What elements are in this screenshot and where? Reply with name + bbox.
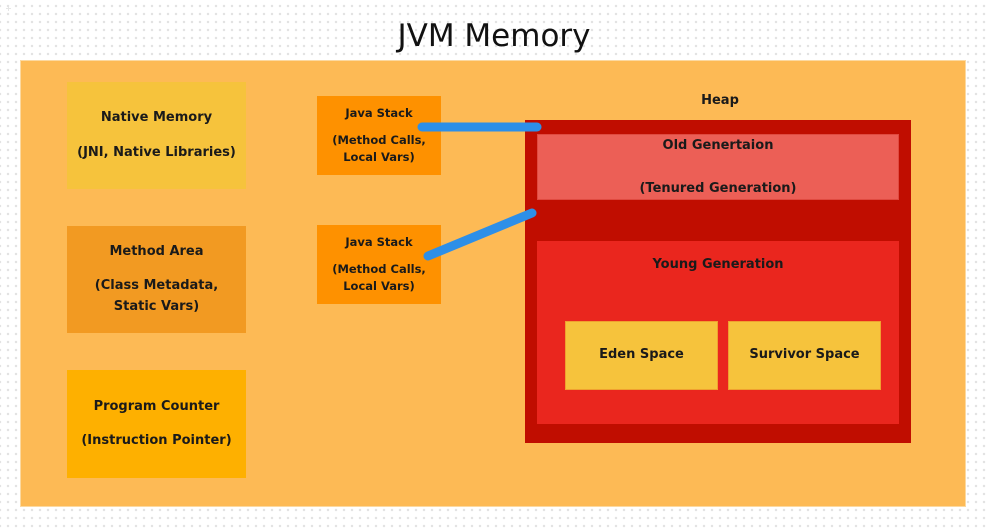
old-generation-detail: (Tenured Generation) <box>639 180 797 196</box>
java-stack-box-1[interactable]: Java Stack (Method Calls, Local Vars) <box>317 96 441 175</box>
java-stack-2-detail-line1: (Method Calls, <box>332 261 426 276</box>
method-area-box[interactable]: Method Area (Class Metadata, Static Vars… <box>67 226 246 333</box>
old-generation-title: Old Genertaion <box>662 138 774 153</box>
native-memory-title: Native Memory <box>100 110 213 126</box>
connector-stack2-to-heap <box>423 208 537 261</box>
eden-space-label: Eden Space <box>599 347 684 363</box>
survivor-space-box[interactable]: Survivor Space <box>728 321 881 390</box>
native-memory-box[interactable]: Native Memory (JNI, Native Libraries) <box>67 82 246 189</box>
java-stack-2-detail-line2: Local Vars) <box>343 279 415 294</box>
method-area-detail-line1: (Class Metadata, <box>94 278 219 294</box>
method-area-detail-line2: Static Vars) <box>113 298 200 314</box>
program-counter-box[interactable]: Program Counter (Instruction Pointer) <box>67 370 246 478</box>
java-stack-box-2[interactable]: Java Stack (Method Calls, Local Vars) <box>317 225 441 304</box>
eden-space-box[interactable]: Eden Space <box>565 321 718 390</box>
native-memory-detail: (JNI, Native Libraries) <box>77 144 236 160</box>
java-stack-2-title: Java Stack <box>345 234 413 249</box>
program-counter-title: Program Counter <box>93 398 220 414</box>
heap-label: Heap <box>701 93 739 108</box>
diagram-title: JVM Memory <box>397 18 591 54</box>
old-generation-box[interactable]: Old Genertaion (Tenured Generation) <box>537 134 899 200</box>
program-counter-detail: (Instruction Pointer) <box>81 433 232 448</box>
java-stack-1-detail-line1: (Method Calls, <box>332 132 426 147</box>
method-area-title: Method Area <box>109 244 204 260</box>
java-stack-1-detail-line2: Local Vars) <box>343 150 415 165</box>
young-generation-title: Young Generation <box>652 257 784 272</box>
java-stack-1-title: Java Stack <box>345 105 413 120</box>
survivor-space-label: Survivor Space <box>749 347 860 363</box>
